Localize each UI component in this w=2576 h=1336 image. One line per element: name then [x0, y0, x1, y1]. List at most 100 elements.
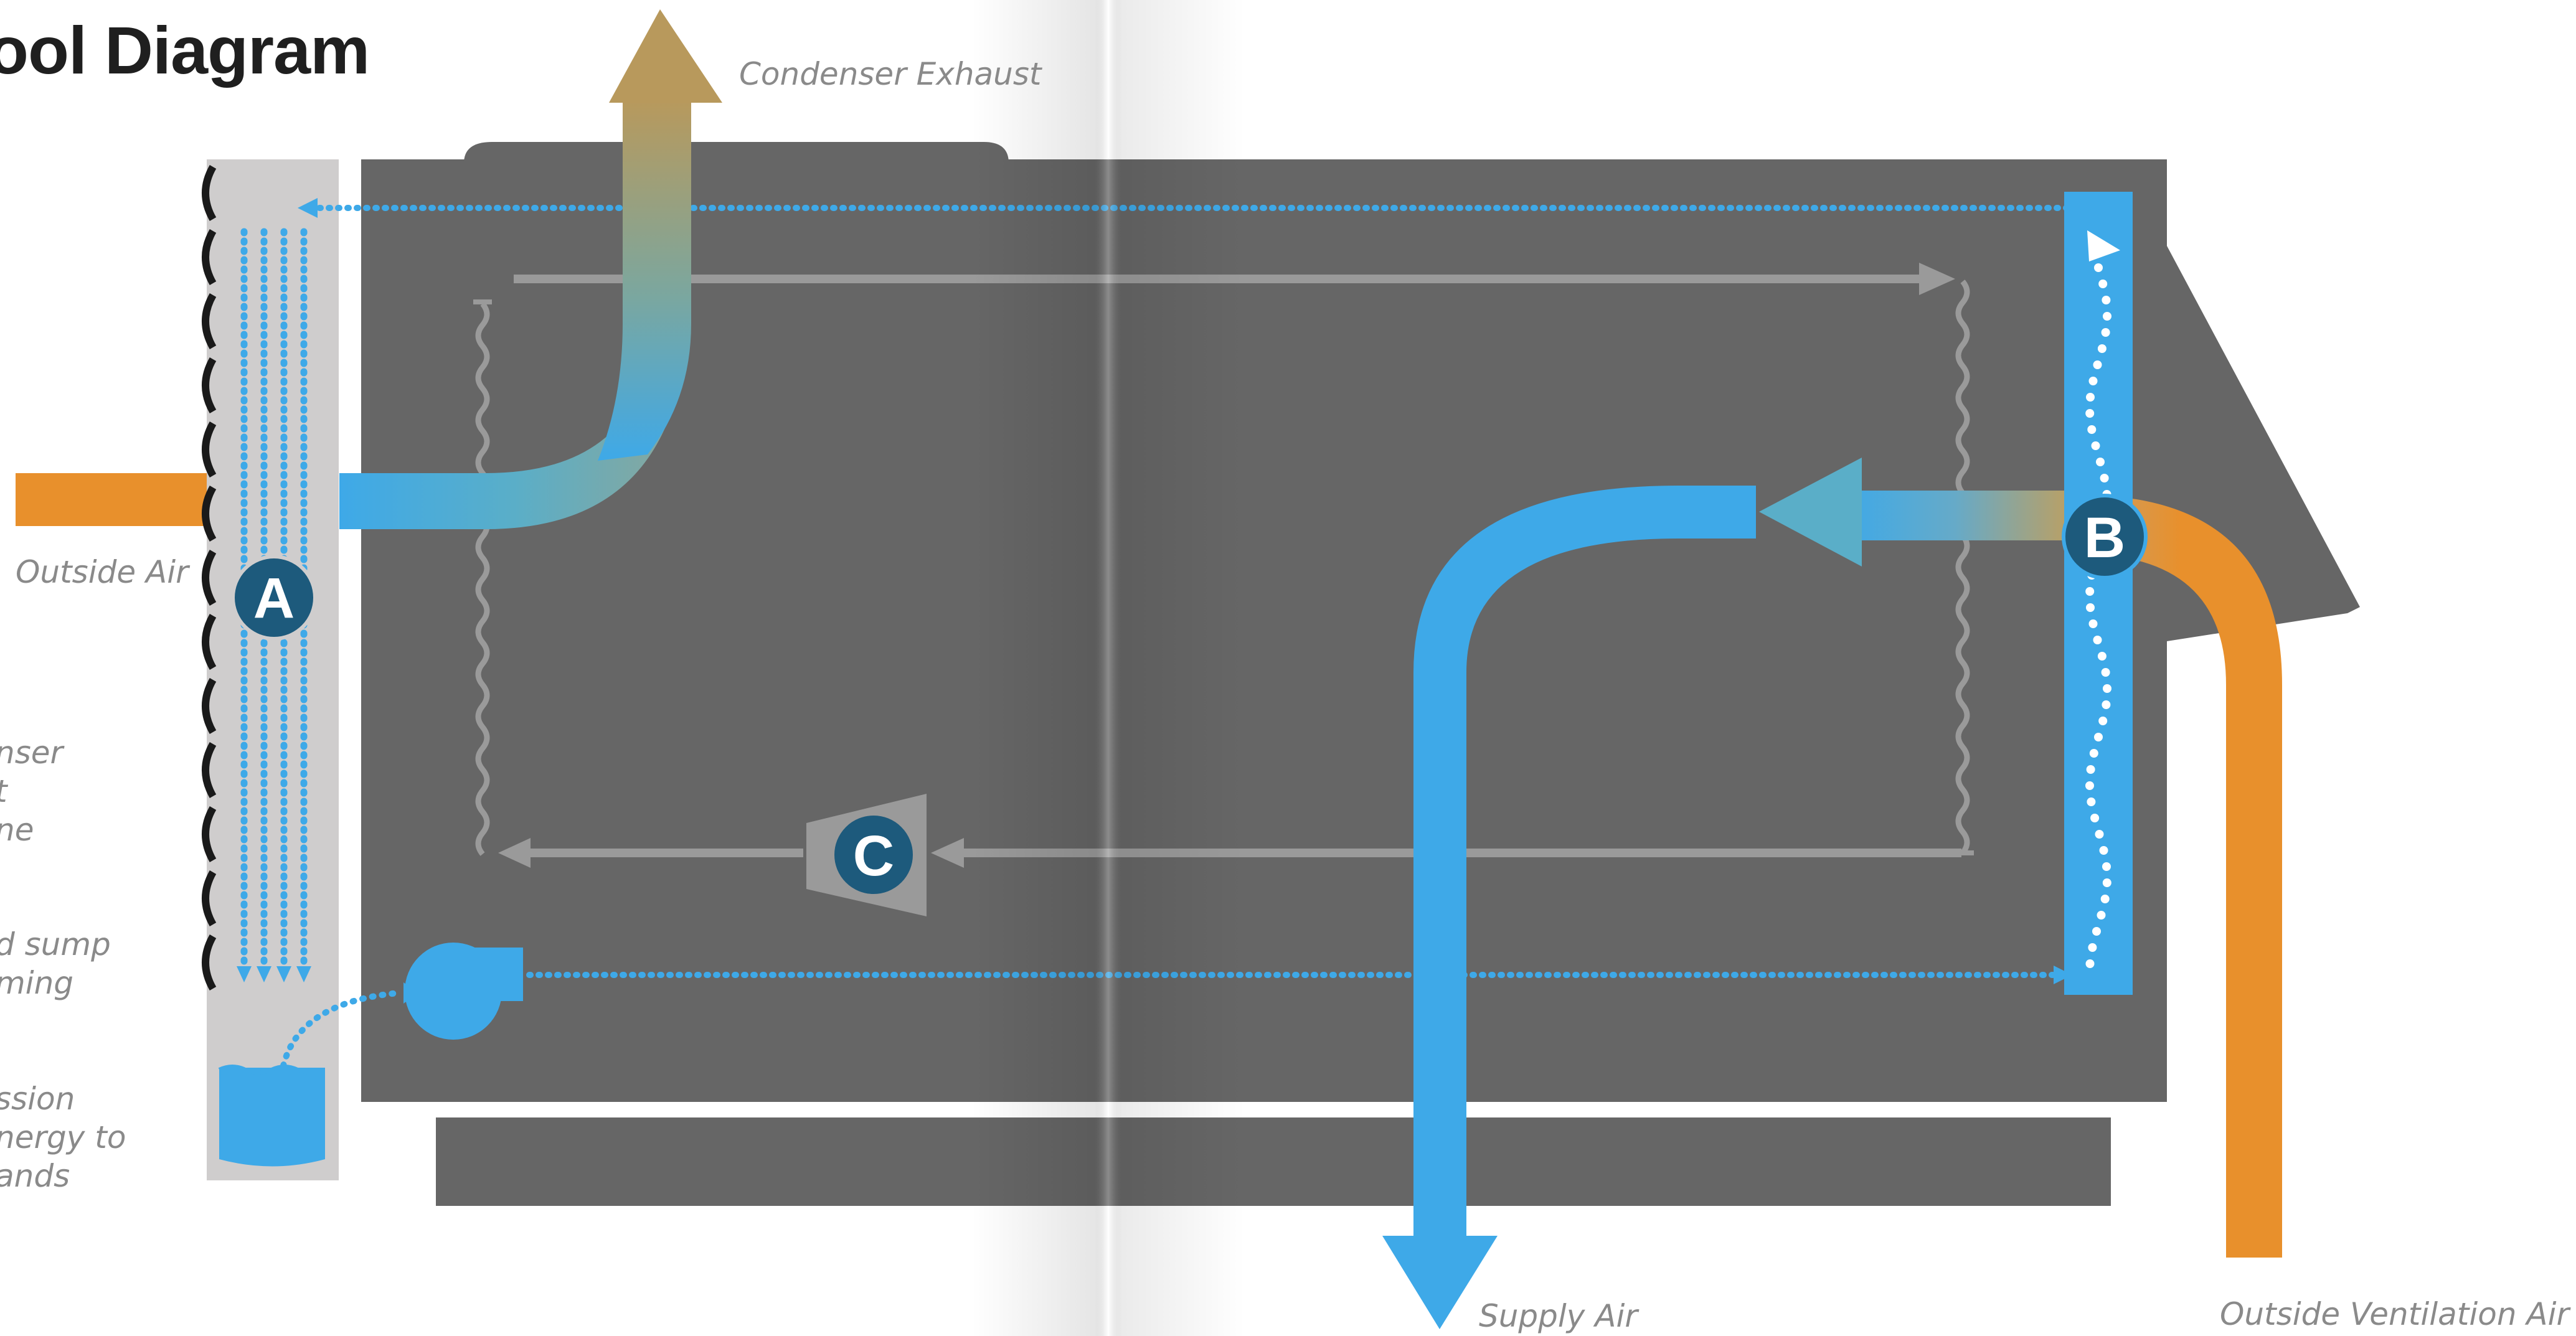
pad-dot [2086, 765, 2095, 774]
panel-bump [202, 678, 217, 734]
panel-bump [202, 229, 217, 285]
drip-arrow [296, 966, 311, 982]
marker-b: B [2062, 494, 2148, 580]
evaporator-coil-right [1955, 280, 1970, 855]
pad-dot [2100, 895, 2110, 903]
outside-air-inlet [16, 473, 212, 526]
marker-b-label: B [2084, 506, 2125, 570]
pad-dot [2089, 749, 2098, 758]
drip-arrow [237, 966, 252, 982]
pad-dot [2085, 409, 2095, 418]
drip-arrow [257, 966, 271, 982]
condenser-exhaust-duct [339, 100, 688, 529]
pad-dot [2086, 603, 2095, 612]
pad-dot [2094, 263, 2103, 272]
label-supply-air: Supply Air [1479, 1298, 1638, 1334]
side-caption-line: ming [0, 965, 74, 1001]
panel-bump [202, 357, 217, 413]
pad-dot [2102, 296, 2111, 304]
panel-edge-bumps [202, 165, 217, 990]
pad-dot [2095, 830, 2104, 839]
pad-dot [2090, 814, 2100, 822]
pad-dot [2093, 636, 2102, 644]
marker-a: A [231, 555, 317, 641]
label-outside-air: Outside Air [16, 554, 189, 590]
pad-dot [2088, 619, 2098, 628]
pad-dot [2086, 393, 2095, 402]
panel-bump [202, 550, 217, 606]
pad-dot [2085, 587, 2095, 596]
panel-bump [202, 421, 217, 477]
panel-bump [202, 742, 217, 798]
pad-dot [2092, 927, 2101, 936]
b-outflow-arrowhead [1759, 458, 1862, 567]
pad-dot [2087, 425, 2097, 434]
panel-bump [202, 293, 217, 349]
condenser-coil-left [475, 302, 490, 856]
panel-bump [202, 806, 217, 862]
marker-c: C [831, 812, 917, 898]
water-supply-arrow [2054, 966, 2072, 984]
evaporative-media-panel [207, 159, 339, 1180]
pad-dot [2087, 797, 2096, 806]
side-caption-line: nser [0, 735, 64, 771]
panel-bump [202, 614, 217, 670]
pad-dot [2093, 360, 2102, 369]
side-caption-line: t [0, 772, 7, 811]
pad-dot [2102, 862, 2111, 871]
pad-dot [2097, 344, 2107, 353]
refrigerant-arrow-bottom-right [931, 838, 964, 868]
sump-water-surface [218, 1065, 325, 1075]
side-caption-line: ne [0, 812, 34, 848]
sump-pump [405, 943, 523, 1040]
sump-to-pump-arrow [403, 982, 418, 1004]
pad-dot [2097, 652, 2107, 661]
pad-dot [2103, 312, 2111, 321]
b-outflow-band [1843, 491, 2067, 540]
condenser-exhaust-arrowhead [609, 9, 722, 103]
outside-ventilation-duct [2080, 495, 2282, 1258]
panel-bump [202, 934, 217, 990]
condenser-exhaust-riser [598, 100, 691, 461]
water-return-arrow [298, 198, 318, 218]
pad-dot [2101, 668, 2110, 677]
pad-dot [2098, 717, 2108, 725]
marker-c-label: C [853, 824, 894, 888]
marker-a-label: A [253, 567, 295, 630]
pad-dot [2088, 943, 2097, 952]
sump-tank [219, 1068, 325, 1167]
pad-dot [2098, 280, 2108, 288]
label-condenser-exhaust: Condenser Exhaust [739, 56, 1042, 92]
pad-dot [2097, 911, 2106, 920]
page-title: ool Diagram [0, 12, 370, 88]
pad-dot [2100, 474, 2109, 482]
side-caption-line: nergy to [0, 1119, 126, 1155]
side-caption-line: d sump [0, 926, 111, 962]
side-caption-line: ssion [0, 1081, 75, 1117]
drip-arrow [276, 966, 291, 982]
pad-dot [2101, 328, 2110, 337]
pad-dot [2096, 458, 2105, 466]
pad-dot [2103, 684, 2111, 693]
pad-dot [2102, 878, 2111, 887]
side-caption-line: ands [0, 1158, 70, 1194]
unit-base [436, 1117, 2111, 1206]
supply-air-arrowhead [1382, 1236, 1498, 1329]
panel-bump [202, 870, 217, 926]
panel-bump [202, 486, 217, 542]
pad-dot [2102, 700, 2111, 709]
pad-dot [2085, 781, 2094, 790]
unit-top-bump [464, 142, 1009, 163]
panel-bump [202, 165, 217, 221]
pad-dot [2094, 733, 2103, 741]
label-outside-ventilation-air: Outside Ventilation Air [2220, 1296, 2570, 1332]
supply-air-duct [1413, 486, 1756, 1239]
pad-dot [2091, 441, 2100, 450]
refrigerant-arrow-bottom-left [498, 838, 531, 868]
pad-dot [2088, 377, 2098, 385]
evaporative-pad-b [2064, 192, 2133, 995]
refrigerant-arrow-top [1919, 263, 1955, 295]
pad-dot [2085, 959, 2095, 968]
